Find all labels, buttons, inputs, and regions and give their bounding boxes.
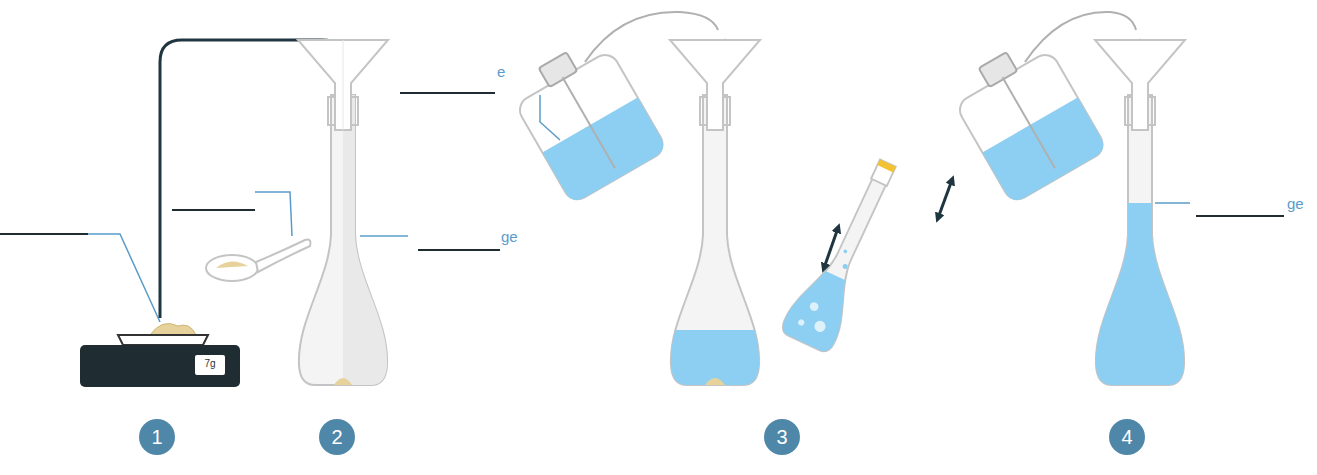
callout-number: 1 (151, 427, 162, 447)
callout-number: 4 (1121, 427, 1132, 447)
part-label: ge (1287, 196, 1304, 211)
part-label: ge (501, 229, 518, 244)
callout-number: 2 (331, 427, 342, 447)
callout-number: 3 (776, 427, 787, 447)
step-number: 1 (139, 419, 175, 455)
step-number: 3 (764, 419, 800, 455)
part-label: e (497, 64, 505, 79)
step-number: 2 (319, 419, 355, 455)
step-number: 4 (1109, 419, 1145, 455)
scale-display: 7g (204, 359, 215, 369)
